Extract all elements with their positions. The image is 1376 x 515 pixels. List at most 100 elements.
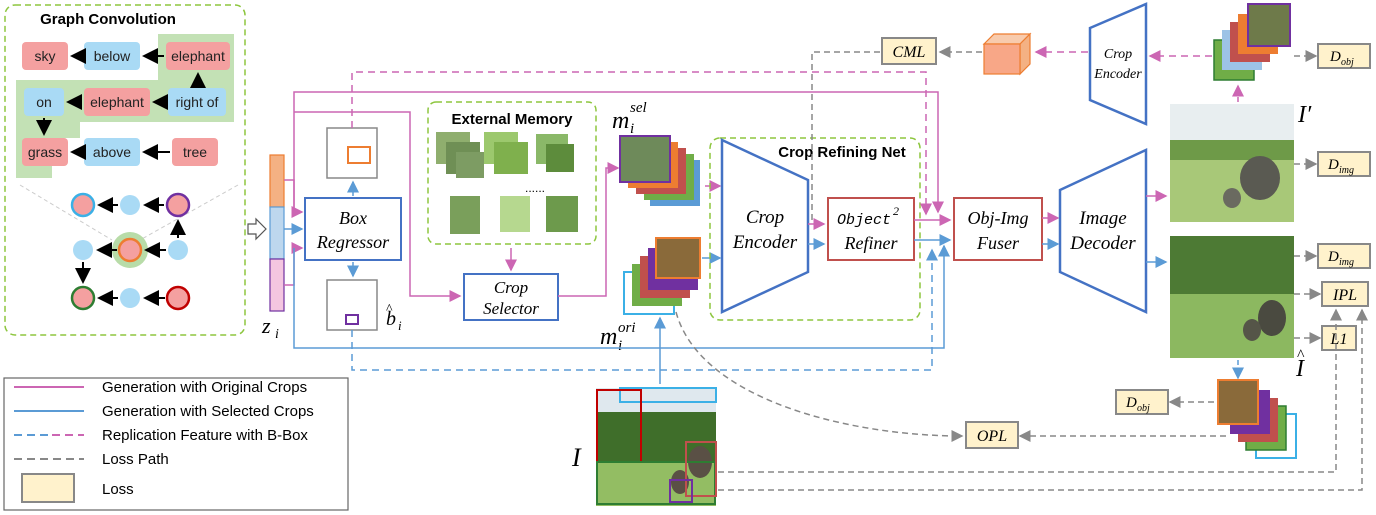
loss-d-obj-bottom-label: D [1125, 395, 1137, 411]
b-hat-label: b [386, 308, 396, 330]
legend-item-0: Generation with Original Crops [102, 379, 307, 396]
gnode-9 [165, 285, 191, 311]
bbox-frame-top [326, 127, 378, 179]
label-i-hat: I [1295, 356, 1305, 382]
m-sel-sup: sel [630, 100, 647, 116]
m-ori-crops: m ori i [600, 237, 701, 354]
legend: Generation with Original Crops Generatio… [3, 377, 349, 511]
box-regressor-line1: Box [339, 208, 367, 228]
bottom-right-crops [1217, 379, 1297, 459]
gnode-7 [70, 285, 96, 311]
node-elephant-top [166, 42, 230, 70]
top-crop-encoder-line2: Encoder [1093, 67, 1142, 82]
m-sel-crops: m sel i [612, 100, 700, 206]
legend-item-2: Replication Feature with B-Box [102, 427, 308, 444]
loss-d-obj-bottom-sub: obj [1137, 403, 1150, 414]
graph-convolution-panel: Graph Convolution sky below elephant on … [4, 4, 246, 336]
svg-text:^: ^ [1297, 347, 1305, 364]
image-decoder-line1: Image [1078, 208, 1126, 229]
loss-d-img-top [1317, 151, 1371, 177]
node-elephant-mid [84, 88, 150, 116]
external-memory-dots: ...... [525, 181, 545, 195]
crop-selector-line1: Crop [494, 278, 528, 297]
node-above-label: above [93, 144, 131, 160]
external-memory: External Memory ...... [427, 101, 597, 245]
node-grass-label: grass [28, 144, 62, 160]
node-elephant-mid-label: elephant [90, 94, 144, 110]
feature-cube-icon [982, 32, 1032, 76]
loss-ipl [1321, 281, 1369, 307]
loss-opl-label: OPL [977, 428, 1007, 445]
obj-img-fuser-line2: Fuser [976, 233, 1020, 253]
node-right-of [168, 88, 226, 116]
loss-ipl-label: IPL [1332, 287, 1357, 304]
m-ori-sup: ori [618, 320, 636, 336]
crop-refining-net: Crop Refining Net Crop Encoder Object 2 … [709, 137, 921, 321]
top-crop-encoder [1088, 2, 1148, 126]
node-tree-label: tree [183, 144, 207, 160]
crop-encoder-line1: Crop [746, 207, 784, 228]
obj-img-fuser [953, 197, 1043, 261]
object-refiner-word: Object [837, 212, 891, 229]
loss-d-obj-top [1317, 43, 1371, 69]
top-crop-encoder-line1: Crop [1104, 47, 1132, 62]
node-on-label: on [36, 94, 52, 110]
box-regressor [304, 197, 402, 261]
legend-item-3: Loss Path [102, 451, 169, 468]
loss-l1-label: L1 [1330, 331, 1348, 348]
loss-d-obj-top-label: D [1329, 49, 1341, 65]
node-sky [22, 42, 68, 70]
b-hat-sub: i [398, 318, 402, 333]
loss-d-img-bottom-sub: img [1339, 257, 1354, 268]
m-sel-base: m [612, 108, 629, 134]
label-i-prime: I′ [1297, 102, 1312, 128]
bbox-frame-bottom [326, 279, 378, 331]
loss-d-img-bottom-label: D [1327, 249, 1339, 265]
node-elephant-top-label: elephant [171, 48, 225, 64]
loss-cml-label: CML [893, 44, 926, 61]
gnode-1 [70, 192, 96, 218]
node-below-label: below [94, 48, 131, 64]
legend-item-1: Generation with Selected Crops [102, 403, 314, 420]
z-vectors: z i [261, 154, 285, 342]
object-refiner [827, 197, 915, 261]
node-grass [22, 138, 68, 166]
loss-opl [965, 421, 1019, 449]
gnode-3 [165, 192, 191, 218]
box-regressor-line2: Regressor [316, 232, 390, 252]
m-sel-sub: i [630, 121, 634, 137]
node-tree [172, 138, 218, 166]
label-i: I [571, 443, 582, 472]
external-memory-title: External Memory [452, 111, 574, 128]
graph-convolution-title: Graph Convolution [40, 11, 176, 28]
object-refiner-line2: Refiner [844, 233, 899, 253]
gnode-5 [117, 237, 143, 263]
crop-refining-net-title: Crop Refining Net [778, 144, 906, 161]
m-ori-base: m [600, 324, 617, 350]
generated-image-i-prime [1170, 104, 1294, 222]
z-sub: i [275, 327, 279, 342]
node-below [84, 42, 140, 70]
top-right-crops [1213, 3, 1291, 81]
node-above [84, 138, 140, 166]
generated-image-i-hat [1170, 236, 1294, 358]
crop-selector [463, 273, 559, 321]
input-image-i [596, 387, 717, 506]
node-right-of-label: right of [176, 94, 219, 110]
svg-text:^: ^ [386, 302, 393, 317]
crop-encoder-trapezoid [720, 138, 810, 314]
m-ori-sub: i [618, 338, 622, 354]
loss-d-img-bottom [1317, 243, 1371, 269]
loss-d-img-top-sub: img [1339, 165, 1354, 176]
crop-selector-line2: Selector [483, 299, 539, 318]
loss-d-obj-top-sub: obj [1341, 57, 1354, 68]
loss-cml [881, 37, 937, 65]
loss-d-obj-bottom [1115, 389, 1169, 415]
node-on [24, 88, 64, 116]
image-decoder-trapezoid [1058, 148, 1148, 314]
obj-img-fuser-line1: Obj-Img [968, 208, 1029, 228]
z-label: z [261, 313, 271, 338]
node-sky-label: sky [35, 48, 56, 64]
crop-encoder-line2: Encoder [732, 232, 798, 253]
